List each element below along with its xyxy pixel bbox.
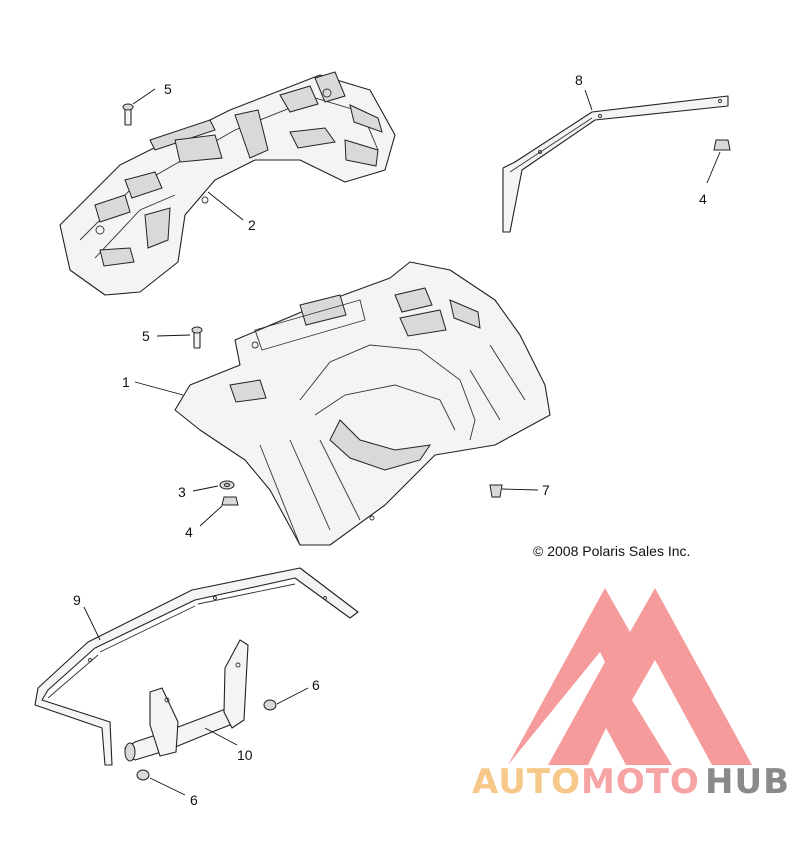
callout-6-lower: 6 bbox=[190, 792, 198, 808]
rear-rack-part-2 bbox=[59, 71, 396, 296]
logo-word-hub: HUB bbox=[705, 762, 790, 802]
logo-word-auto: AUTO bbox=[472, 762, 581, 802]
logo-triangle bbox=[508, 588, 752, 765]
callout-4-lower: 4 bbox=[185, 524, 193, 540]
bolt-part-5-upper bbox=[122, 103, 134, 126]
callout-9: 9 bbox=[73, 592, 81, 608]
callout-labels: 5 2 8 4 5 1 3 4 7 9 6 10 6 bbox=[73, 72, 707, 808]
leader-lines bbox=[83, 88, 721, 796]
callout-5-lower: 5 bbox=[142, 328, 150, 344]
callout-6-upper: 6 bbox=[312, 677, 320, 693]
logo-word-moto: MOTO bbox=[581, 762, 700, 802]
screw-part-6-upper bbox=[263, 699, 277, 711]
push-rivet-part-7 bbox=[489, 484, 503, 498]
bumper-rail-part-9 bbox=[34, 567, 359, 766]
callout-4-upper: 4 bbox=[699, 191, 707, 207]
automotohub-logo: AUTO MOTO HUB bbox=[472, 588, 790, 802]
bolt-part-5-lower bbox=[191, 326, 203, 349]
rack-rail-part-8 bbox=[502, 95, 729, 233]
hitch-bracket-part-10 bbox=[124, 639, 249, 762]
callout-7: 7 bbox=[542, 482, 550, 498]
washer-part-3 bbox=[219, 480, 235, 490]
screw-part-6-lower bbox=[136, 769, 150, 781]
callout-8: 8 bbox=[575, 72, 583, 88]
copyright-text: © 2008 Polaris Sales Inc. bbox=[533, 543, 690, 559]
callout-10: 10 bbox=[237, 747, 253, 763]
rear-fender-part-1 bbox=[174, 261, 551, 546]
nut-part-4-upper bbox=[713, 139, 731, 151]
nut-part-4-lower bbox=[221, 496, 239, 506]
callout-2: 2 bbox=[248, 217, 256, 233]
callout-1: 1 bbox=[122, 374, 130, 390]
callout-5-upper: 5 bbox=[164, 81, 172, 97]
callout-3: 3 bbox=[178, 484, 186, 500]
